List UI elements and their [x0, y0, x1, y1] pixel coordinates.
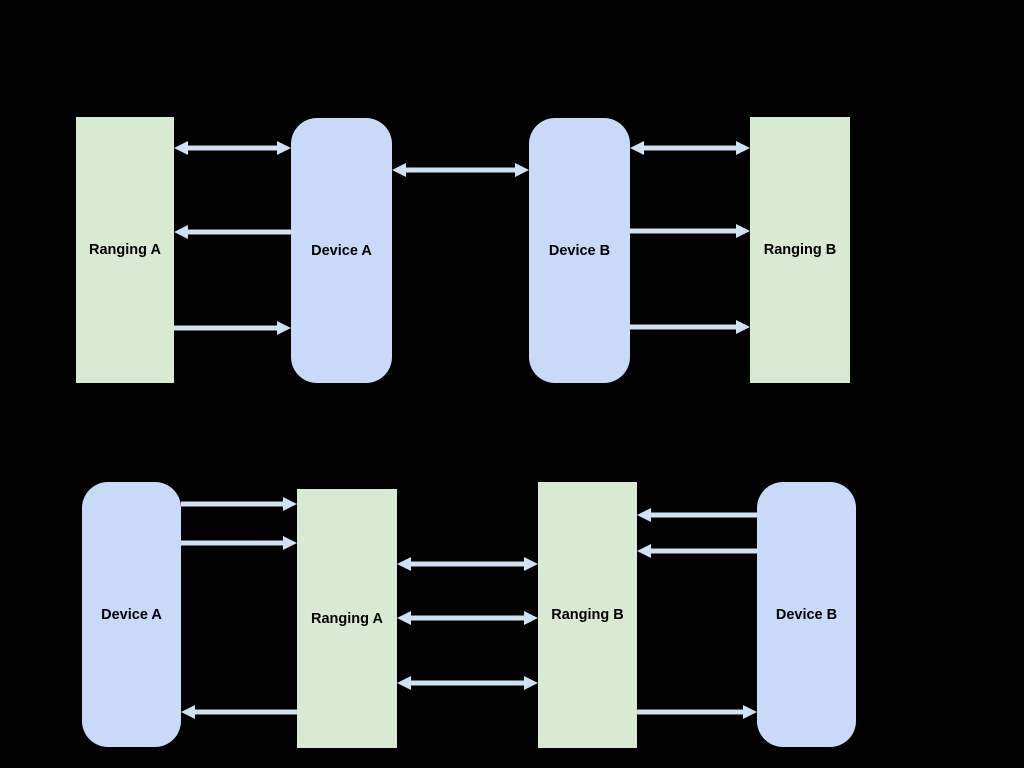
arrow-shaft [407, 561, 528, 567]
bottom-diagram-arrow-device-a-to-ranging-a-1 [181, 535, 297, 551]
arrow-shaft [630, 324, 740, 330]
bottom-diagram-ranging-b-box: Ranging B [538, 482, 637, 748]
top-diagram-ranging-a-box: Ranging A [76, 117, 174, 383]
arrow-shaft [181, 540, 287, 546]
arrowhead-right-icon [736, 320, 750, 334]
top-diagram-arrow-device-b-to-ranging-b-4 [630, 140, 750, 156]
ranging-b-label: Ranging B [763, 242, 837, 258]
arrowhead-right-icon [277, 321, 291, 335]
device-a-label: Device A [311, 242, 372, 259]
arrow-shaft [640, 145, 740, 151]
arrowhead-right-icon [283, 536, 297, 550]
arrowhead-left-icon [397, 676, 411, 690]
arrow-shaft [174, 325, 281, 331]
arrowhead-right-icon [736, 224, 750, 238]
bottom-diagram-arrow-ranging-b-to-device-b-8 [637, 704, 757, 720]
arrow-shaft [630, 228, 740, 234]
top-diagram-arrow-ranging-a-to-device-a-0 [174, 140, 291, 156]
top-diagram-arrow-device-a-to-ranging-a-2 [174, 224, 291, 240]
arrow-shaft [407, 615, 528, 621]
top-diagram-arrow-device-b-to-ranging-b-6 [630, 319, 750, 335]
arrow-shaft [184, 145, 281, 151]
top-diagram-arrow-device-b-to-ranging-b-5 [630, 223, 750, 239]
top-diagram-device-b-box: Device B [529, 118, 630, 383]
bottom-diagram-device-a-box: Device A [82, 482, 181, 747]
top-diagram-ranging-b-box: Ranging B [750, 117, 850, 383]
arrowhead-left-icon [397, 557, 411, 571]
arrowhead-right-icon [277, 141, 291, 155]
ranging-a-label: Ranging A [311, 610, 383, 627]
bottom-diagram-ranging-a-box: Ranging A [297, 489, 397, 748]
arrow-shaft [181, 501, 287, 507]
top-diagram-arrow-device-a-to-device-b-1 [392, 162, 529, 178]
device-a-label: Device A [101, 606, 162, 623]
bottom-diagram-arrow-ranging-a-to-ranging-b-4 [397, 675, 538, 691]
arrowhead-right-icon [736, 141, 750, 155]
device-b-label: Device B [548, 242, 611, 259]
bottom-diagram-device-b-box: Device B [757, 482, 856, 747]
arrow-shaft [407, 680, 528, 686]
arrow-shaft [402, 167, 519, 173]
bottom-diagram-arrow-ranging-a-to-ranging-b-3 [397, 610, 538, 626]
arrowhead-left-icon [637, 544, 651, 558]
bottom-diagram-arrow-ranging-a-to-ranging-b-2 [397, 556, 538, 572]
bottom-diagram-arrow-device-b-to-ranging-b-6 [637, 507, 757, 523]
arrowhead-left-icon [392, 163, 406, 177]
bottom-diagram-arrow-device-a-to-ranging-a-0 [181, 496, 297, 512]
top-diagram-device-a-box: Device A [291, 118, 392, 383]
arrow-shaft [184, 229, 291, 235]
top-diagram-arrow-ranging-a-to-device-a-3 [174, 320, 291, 336]
arrowhead-right-icon [524, 557, 538, 571]
ranging-a-label: Ranging A [89, 242, 161, 258]
arrow-shaft [191, 709, 297, 715]
arrowhead-left-icon [397, 611, 411, 625]
arrowhead-left-icon [181, 705, 195, 719]
arrowhead-right-icon [743, 705, 757, 719]
arrow-shaft [637, 709, 747, 715]
arrow-shaft [647, 548, 757, 554]
arrowhead-right-icon [524, 676, 538, 690]
bottom-diagram-arrow-ranging-a-to-device-a-5 [181, 704, 297, 720]
arrowhead-left-icon [174, 141, 188, 155]
arrowhead-left-icon [637, 508, 651, 522]
arrow-shaft [647, 512, 757, 518]
arrowhead-right-icon [515, 163, 529, 177]
arrowhead-right-icon [524, 611, 538, 625]
arrowhead-left-icon [630, 141, 644, 155]
bottom-diagram-arrow-device-b-to-ranging-b-7 [637, 543, 757, 559]
device-b-label: Device B [775, 606, 838, 623]
ranging-b-label: Ranging B [551, 607, 624, 623]
arrowhead-right-icon [283, 497, 297, 511]
arrowhead-left-icon [174, 225, 188, 239]
